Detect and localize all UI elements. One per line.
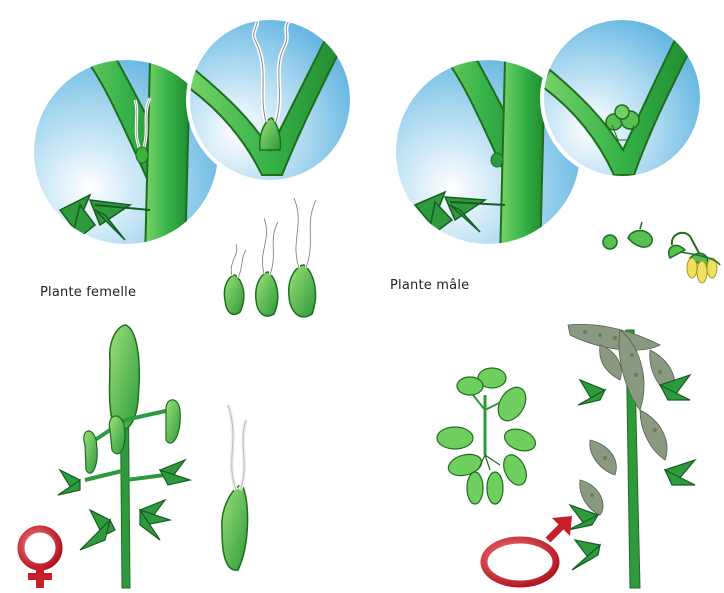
female-plant-illustration bbox=[58, 325, 190, 588]
open-male-flower bbox=[669, 233, 720, 283]
pollen-sac-small bbox=[603, 235, 617, 249]
male-plant-illustration bbox=[568, 324, 695, 588]
female-magnify-circle-large bbox=[34, 30, 218, 260]
male-flower-detail bbox=[603, 222, 720, 283]
calyx-medium bbox=[256, 218, 278, 316]
male-flower-cluster bbox=[437, 368, 538, 504]
venus-symbol-icon bbox=[21, 529, 59, 588]
female-magnify-circle-small bbox=[185, 15, 350, 180]
female-plant-caption: Plante femelle bbox=[40, 285, 136, 300]
female-single-pistil bbox=[222, 405, 248, 570]
male-magnify-circle-small bbox=[540, 20, 700, 176]
calyx-large bbox=[289, 198, 316, 317]
calyx-small bbox=[224, 244, 246, 314]
male-plant-caption: Plante mâle bbox=[390, 278, 469, 293]
mars-symbol-icon bbox=[484, 516, 572, 584]
female-calyx-detail bbox=[224, 198, 316, 317]
pollen-sac-pair bbox=[628, 222, 652, 247]
